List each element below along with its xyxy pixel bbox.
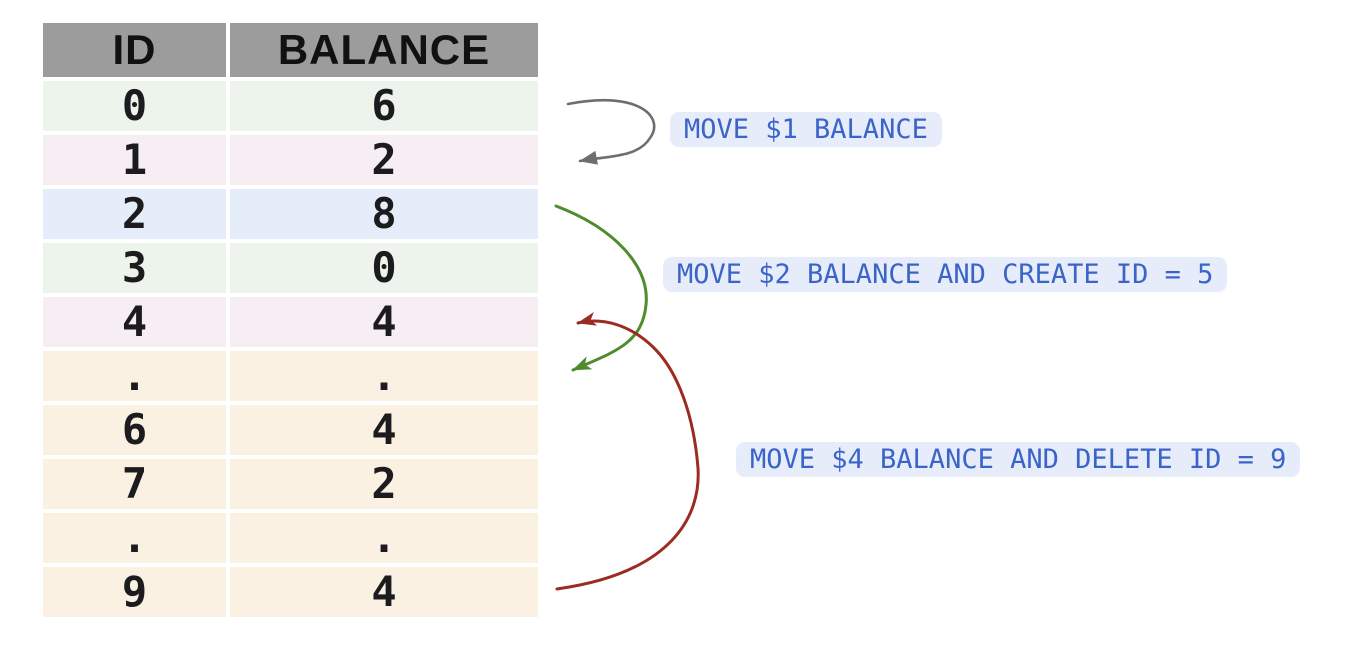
balance-cell: . — [230, 351, 538, 401]
table-row: . . — [43, 513, 538, 563]
table-row: 6 4 — [43, 405, 538, 455]
balance-cell: 4 — [230, 567, 538, 617]
balance-cell: 2 — [230, 135, 538, 185]
balance-cell: 4 — [230, 297, 538, 347]
balance-cell: 0 — [230, 243, 538, 293]
balance-cell: 8 — [230, 189, 538, 239]
balance-cell: 6 — [230, 81, 538, 131]
annotation-move-2-label: MOVE $2 BALANCE AND CREATE ID = 5 — [663, 257, 1228, 292]
table-header-row: ID BALANCE — [43, 23, 538, 77]
table-row: 9 4 — [43, 567, 538, 617]
id-cell: 6 — [43, 405, 226, 455]
annotation-move-4-label: MOVE $4 BALANCE AND DELETE ID = 9 — [736, 442, 1301, 477]
accounts-table: ID BALANCE 0 6 1 2 2 8 3 0 4 4 . . 6 4 7… — [43, 23, 538, 617]
table-row: 4 4 — [43, 297, 538, 347]
column-header-id: ID — [43, 23, 226, 77]
balance-cell: 4 — [230, 405, 538, 455]
annotation-move-1-label: MOVE $1 BALANCE — [670, 112, 942, 147]
table-row: 1 2 — [43, 135, 538, 185]
id-cell: 2 — [43, 189, 226, 239]
column-header-balance: BALANCE — [230, 23, 538, 77]
id-cell: 1 — [43, 135, 226, 185]
table-row: 2 8 — [43, 189, 538, 239]
table-row: 7 2 — [43, 459, 538, 509]
id-cell: 3 — [43, 243, 226, 293]
move-4-arrow-icon — [555, 312, 700, 591]
balance-cell: . — [230, 513, 538, 563]
id-cell: 0 — [43, 81, 226, 131]
table-row: . . — [43, 351, 538, 401]
id-cell: 7 — [43, 459, 226, 509]
balance-cell: 2 — [230, 459, 538, 509]
table-row: 0 6 — [43, 81, 538, 131]
id-cell: 9 — [43, 567, 226, 617]
id-cell: . — [43, 351, 226, 401]
table-row: 3 0 — [43, 243, 538, 293]
move-2-arrow-icon — [554, 204, 648, 372]
id-cell: . — [43, 513, 226, 563]
id-cell: 4 — [43, 297, 226, 347]
move-1-arrow-icon — [566, 98, 656, 165]
